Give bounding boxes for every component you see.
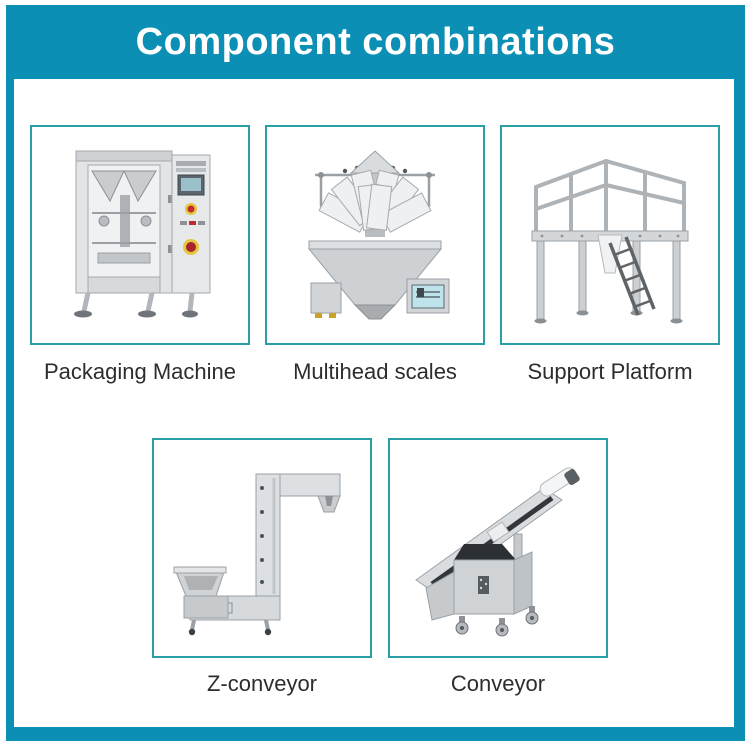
frame-bottom-border — [6, 727, 745, 741]
card-multihead-scales — [265, 125, 485, 345]
component-label: Multihead scales — [293, 359, 457, 384]
packaging-machine-image — [74, 150, 211, 318]
component-label: Support Platform — [527, 359, 693, 384]
card-conveyor — [388, 438, 608, 658]
frame-left-border — [6, 79, 14, 741]
component-label: Packaging Machine — [43, 359, 236, 384]
card-support-platform — [500, 125, 720, 345]
support-platform-image — [531, 159, 689, 324]
component-label: Z-conveyor — [206, 671, 318, 696]
multihead-scales-image — [307, 150, 450, 320]
conveyor-image — [415, 467, 580, 637]
z-conveyor-image — [173, 473, 341, 636]
frame-right-border — [734, 79, 745, 741]
title-banner: Component combinations — [6, 5, 745, 79]
component-label: Conveyor — [450, 671, 546, 696]
card-z-conveyor — [152, 438, 372, 658]
card-packaging-machine — [30, 125, 250, 345]
page-title: Component combinations — [135, 20, 616, 63]
